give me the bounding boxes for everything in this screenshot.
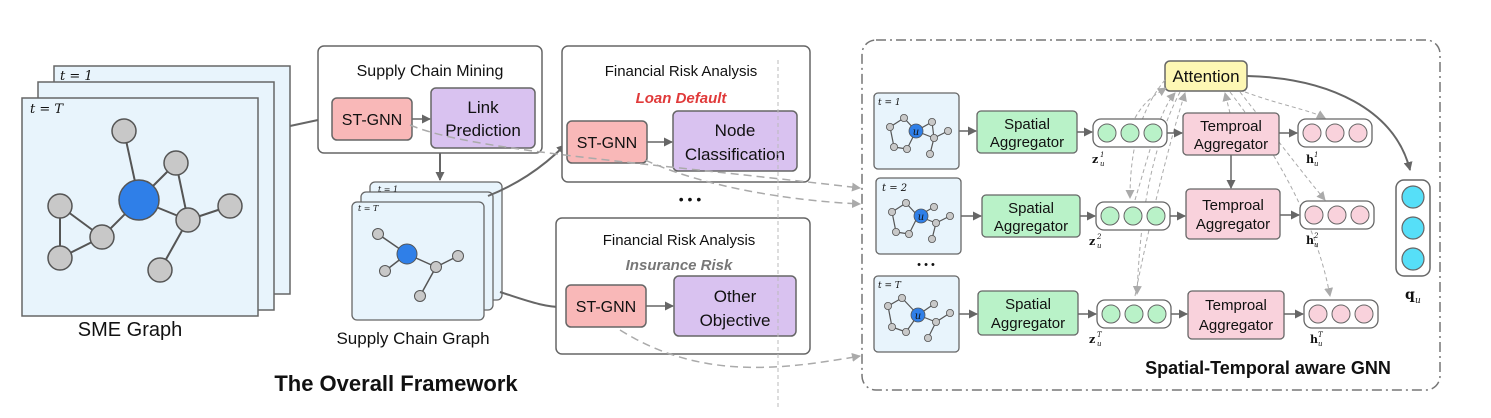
tasks-ellipsis: • • • — [679, 191, 702, 207]
row-tT: t = T u Spatial Aggregator z — [873, 275, 1379, 353]
rowT-h-sub: u — [1318, 340, 1323, 348]
row1-z-sup: 1 — [1100, 151, 1104, 159]
rowT-z-sub: u — [1097, 340, 1102, 348]
row1-h-label: h — [1306, 153, 1314, 166]
rowT-temporal-line1: Temproal — [1205, 297, 1267, 314]
rowT-spatial-line1: Spatial — [1005, 296, 1051, 313]
row2-spatial-line1: Spatial — [1008, 200, 1054, 217]
rowT-center-node — [910, 307, 926, 323]
row2-center-node — [913, 208, 929, 224]
row2-graph-nodes — [888, 198, 955, 243]
rowT-h-label: h — [1310, 333, 1318, 346]
link-prediction-box — [430, 87, 536, 149]
link-prediction-line2: Prediction — [445, 121, 521, 140]
attention-to-output-arrow — [1246, 75, 1413, 171]
row-t2: t = 2 u Spatial Aggregator z — [875, 177, 1375, 255]
insurance-stgnn-label: ST-GNN — [576, 299, 636, 316]
graph-to-loan-arrow — [487, 144, 566, 197]
row2-spatial-line2: Aggregator — [994, 218, 1068, 235]
rowT-h-sup: T — [1318, 331, 1324, 339]
loan-title: Financial Risk Analysis — [605, 63, 758, 80]
row1-spatial-line1: Spatial — [1004, 116, 1050, 133]
mining-stgnn-label: ST-GNN — [342, 112, 402, 129]
supply-front-time: t = T — [358, 204, 379, 213]
rowT-spatial-line2: Aggregator — [991, 315, 1065, 332]
row1-center-node — [908, 123, 924, 139]
other-objective-line2: Objective — [700, 311, 771, 330]
row2-temporal-box — [1185, 188, 1281, 240]
output-label-sub: u — [1415, 296, 1421, 306]
supply-graph-nodes — [372, 228, 464, 302]
sme-back-time-label: t = 1 — [60, 69, 93, 84]
row2-temporal-line1: Temproal — [1202, 197, 1264, 214]
mining-stgnn-to-panel — [409, 124, 861, 192]
insurance-title: Financial Risk Analysis — [603, 232, 756, 249]
output-label: q — [1405, 287, 1415, 303]
row-t1: t = 1 u Spatial Aggregator z — [873, 92, 1373, 170]
node-classification-box — [672, 110, 798, 172]
loan-stgnn-label: ST-GNN — [577, 135, 637, 152]
node-classification-line2: Classification — [685, 145, 785, 164]
row2-temporal-line2: Aggregator — [1196, 216, 1270, 233]
row1-graph-nodes — [886, 114, 953, 158]
rowT-z-sup: T — [1097, 331, 1103, 339]
supply-graph-label: Supply Chain Graph — [336, 329, 489, 348]
link-prediction-line1: Link — [467, 98, 499, 117]
row1-h-sup: 1 — [1314, 151, 1318, 159]
row1-temporal-line1: Temproal — [1200, 118, 1262, 135]
row1-node-label: u — [913, 127, 919, 138]
other-objective-line1: Other — [714, 287, 757, 306]
row2-h-sub: u — [1314, 241, 1319, 249]
row2-h-sup: 2 — [1313, 232, 1319, 240]
overall-framework-title: The Overall Framework — [274, 371, 518, 396]
risk-insurance-box: Financial Risk Analysis Insurance Risk S… — [555, 217, 811, 355]
st-gnn-panel-title: Spatial-Temporal aware GNN — [1145, 358, 1391, 378]
row2-z-label: z — [1089, 235, 1095, 248]
sme-center-node — [118, 179, 160, 221]
row2-time: t = 2 — [882, 183, 907, 194]
sme-graph-nodes — [47, 118, 243, 283]
attention-label: Attention — [1172, 67, 1239, 86]
row1-temporal-line2: Aggregator — [1194, 136, 1268, 153]
rowT-node-label: u — [915, 311, 921, 322]
supply-center-node — [396, 243, 418, 265]
node-classification-line1: Node — [715, 121, 756, 140]
rowT-z-label: z — [1089, 333, 1095, 346]
rowT-time: t = T — [878, 281, 902, 291]
supply-chain-mining-box: Supply Chain Mining ST-GNN Link Predicti… — [317, 45, 543, 154]
supply-front-card — [351, 201, 485, 321]
risk-loan-box: Financial Risk Analysis Loan Default ST-… — [561, 45, 811, 183]
sme-graph-stack: t = 1 t = T SME Graph — [21, 65, 291, 341]
rows-ellipsis: • • • — [917, 259, 935, 271]
supply-back-time: t = 1 — [378, 185, 398, 194]
rowT-temporal-line2: Aggregator — [1199, 317, 1273, 334]
row2-z-sub: u — [1097, 242, 1102, 250]
row1-time: t = 1 — [878, 98, 901, 108]
row2-node-label: u — [918, 212, 924, 223]
row2-h-label: h — [1306, 234, 1314, 247]
st-gnn-panel: Attention t = 1 — [861, 39, 1441, 391]
insurance-subtitle: Insurance Risk — [626, 257, 733, 274]
supply-chain-graph-stack: t = 1 t = T Supply Chain Graph — [336, 181, 503, 348]
mining-title: Supply Chain Mining — [357, 63, 504, 80]
row2-z-sup: 2 — [1096, 233, 1102, 241]
other-objective-box — [673, 275, 797, 337]
row1-z-label: z — [1092, 153, 1098, 166]
row1-h-sub: u — [1314, 160, 1319, 168]
rowT-temporal-box — [1187, 290, 1285, 340]
sme-front-time-label: t = T — [30, 102, 64, 117]
row1-spatial-line2: Aggregator — [990, 134, 1064, 151]
output-vector-cells — [1401, 185, 1425, 271]
row1-z-sub: u — [1100, 160, 1105, 168]
rowT-graph-nodes — [884, 293, 955, 342]
rowT-spatial-box — [977, 290, 1079, 336]
sme-graph-label: SME Graph — [78, 319, 182, 341]
loan-subtitle: Loan Default — [636, 90, 728, 107]
